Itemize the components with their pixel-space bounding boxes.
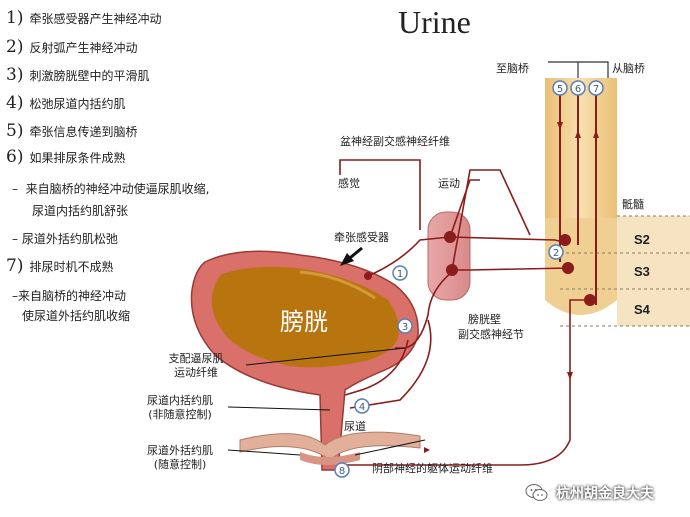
label-pudendal: 阴部神经的躯体运动纤维	[372, 462, 493, 476]
svg-text:7: 7	[593, 84, 599, 95]
marker-5: 5	[553, 81, 567, 95]
segment-s4: S4	[634, 302, 650, 317]
marker-2: 2	[549, 245, 563, 259]
label-pelvic-nerve: 盆神经副交感神经纤维	[340, 135, 450, 149]
label-motor: 运动	[438, 177, 460, 191]
from-pons-bracket	[578, 62, 608, 78]
to-pons-bracket	[548, 62, 578, 78]
label-to-pons: 至脑桥	[496, 62, 529, 76]
wechat-icon	[524, 480, 550, 506]
label-detrusor-2: 运动纤维	[146, 366, 246, 380]
label-external-sphincter-1: 尿道外括约肌	[130, 444, 230, 458]
svg-text:8: 8	[339, 466, 345, 477]
label-bladder: 膀胱	[280, 308, 328, 336]
label-internal-sphincter-1: 尿道内括约肌	[130, 394, 230, 408]
watermark: 杭州胡金良大夫	[524, 478, 654, 508]
watermark-text: 杭州胡金良大夫	[556, 483, 654, 503]
svg-text:4: 4	[359, 402, 365, 413]
svg-text:6: 6	[575, 84, 581, 95]
svg-text:1: 1	[397, 269, 403, 280]
label-stretch-receptor: 牵张感受器	[334, 231, 389, 245]
spinal-cord	[545, 78, 690, 326]
segment-s3: S3	[634, 264, 650, 279]
marker-4: 4	[355, 399, 369, 413]
marker-7: 7	[589, 81, 603, 95]
svg-text:5: 5	[557, 84, 563, 95]
label-from-pons: 从脑桥	[612, 62, 645, 76]
marker-1: 1	[393, 266, 407, 280]
label-internal-sphincter-2: (非随意控制)	[130, 408, 230, 422]
label-sensory: 感觉	[338, 177, 360, 191]
label-ganglion-2: 副交感神经节	[458, 328, 524, 342]
bladder-wall-ganglion	[428, 212, 470, 300]
marker-3: 3	[398, 319, 412, 333]
segment-s2: S2	[634, 232, 650, 247]
label-detrusor-1: 支配逼尿肌	[146, 352, 246, 366]
label-external-sphincter-2: (随意控制)	[130, 458, 230, 472]
label-sacrum: 骶髓	[622, 198, 644, 212]
label-ganglion-1: 膀胱壁	[468, 313, 501, 327]
marker-8: 8	[335, 463, 349, 477]
label-urethra: 尿道	[344, 420, 366, 434]
marker-6: 6	[571, 81, 585, 95]
svg-text:2: 2	[553, 248, 559, 259]
sacral-segments-band	[617, 216, 690, 326]
svg-text:3: 3	[402, 322, 408, 333]
